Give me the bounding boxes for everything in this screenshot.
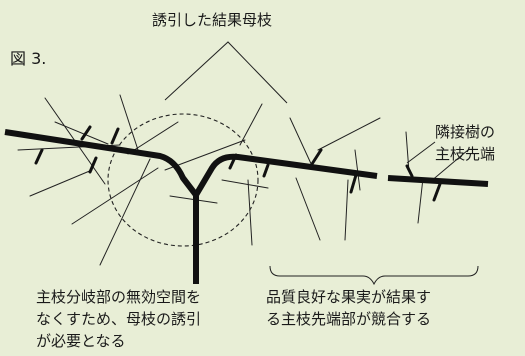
fork-space-circle bbox=[107, 113, 259, 247]
competition-label-line-2: る主枝先端部が競合する bbox=[266, 310, 432, 328]
right-main-branch bbox=[193, 153, 378, 197]
neighbor-tip-label-line-2: 主枝先端 bbox=[435, 145, 496, 163]
neighbor-tree-branch bbox=[387, 175, 489, 187]
figure-number: 図 3. bbox=[10, 49, 47, 68]
competition-label: 品質良好な果実が結果す る主枝先端部が競合する bbox=[266, 286, 431, 330]
induced-branch-label: 誘引した結果母枝 bbox=[152, 11, 273, 29]
main-branches bbox=[4, 129, 489, 284]
invalid-space-label: 主枝分岐部の無効空間を なくすため、母枝の誘引 が必要となる bbox=[36, 286, 201, 352]
invalid-space-label-line-2: なくすため、母枝の誘引 bbox=[36, 310, 202, 328]
invalid-space-label-line-1: 主枝分岐部の無効空間を bbox=[36, 288, 202, 306]
competition-brace bbox=[269, 265, 479, 286]
left-main-branch bbox=[4, 129, 199, 197]
competition-label-line-1: 品質良好な果実が結果す bbox=[266, 288, 432, 306]
fruiting-twigs bbox=[17, 94, 469, 266]
neighbor-tip-label: 隣接樹の 主枝先端 bbox=[435, 121, 495, 165]
invalid-space-label-line-3: が必要となる bbox=[36, 332, 126, 350]
short-spurs bbox=[34, 125, 442, 202]
right-label-leader-line bbox=[406, 141, 436, 164]
top-label-leader-line bbox=[164, 41, 288, 104]
neighbor-tip-label-line-1: 隣接樹の bbox=[435, 123, 496, 141]
